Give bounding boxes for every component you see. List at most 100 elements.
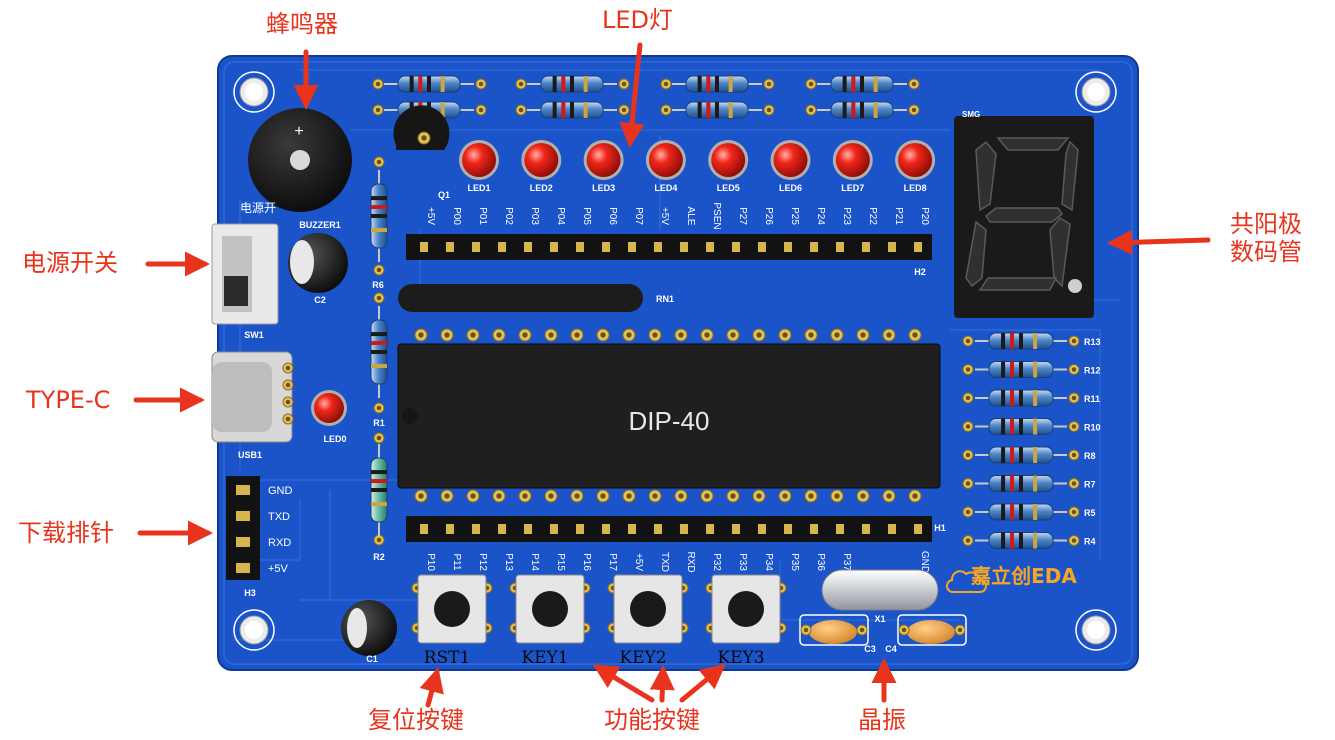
pad-hole: [574, 332, 580, 338]
silk-label: GND: [268, 485, 293, 497]
led-4: [648, 143, 683, 177]
pad-hole: [518, 81, 524, 87]
silk-label: C1: [366, 654, 378, 664]
silk-label: RXD: [268, 537, 291, 549]
resistor-band: [1001, 390, 1006, 406]
header-pin: [472, 524, 480, 534]
resistor-band: [440, 102, 445, 118]
pad-hole: [766, 107, 772, 113]
silk-label: BUZZER1: [299, 220, 341, 230]
pad-hole: [782, 493, 788, 499]
pad-hole: [782, 332, 788, 338]
led0: [314, 393, 344, 423]
silk-label: C2: [314, 295, 326, 305]
header-pin: [706, 524, 714, 534]
resistor-band: [552, 76, 557, 92]
silk-label: P12: [477, 553, 488, 571]
segment: [978, 277, 1058, 291]
header-pin: [498, 524, 506, 534]
resistor-band: [873, 102, 878, 118]
resistor-band: [1001, 361, 1006, 378]
pad-hole: [418, 332, 424, 338]
annotation-led: LED灯: [602, 6, 674, 34]
buzzer-port: [290, 150, 310, 170]
resistor-band: [1019, 475, 1023, 492]
pad-hole: [376, 435, 382, 441]
silk-label: P10: [425, 553, 436, 571]
header-pin: [862, 242, 870, 252]
silk-label: LED1: [467, 183, 490, 193]
brand-logo-icon: [945, 570, 987, 594]
brand-text: 嘉立创EDA: [970, 564, 1077, 588]
silk-label: P03: [529, 207, 540, 225]
cap-outline: [897, 614, 967, 646]
mount-ring: [1075, 609, 1117, 651]
pad-hole: [522, 332, 528, 338]
pad-hole: [418, 493, 424, 499]
silk-label: C4: [885, 644, 897, 654]
resistor-band: [1019, 504, 1023, 520]
pad-hole: [965, 338, 971, 344]
cap-outline: [799, 614, 869, 646]
resistor-band: [1010, 532, 1015, 549]
silk-label: R6: [372, 280, 384, 290]
silk-label: +5V: [659, 207, 670, 225]
silk-label: RXD: [685, 551, 696, 572]
resistor-band: [842, 102, 847, 118]
header-pin: [446, 242, 454, 252]
header-pin: [236, 485, 250, 495]
silk-label: P05: [581, 207, 592, 225]
silk-label: LED4: [654, 183, 677, 193]
resistor-band: [873, 76, 878, 92]
segment: [1049, 217, 1071, 288]
resistor-band: [1033, 447, 1038, 463]
copper-trace: [950, 329, 1101, 560]
pad-hole: [860, 493, 866, 499]
resistor-band: [706, 76, 711, 92]
resistor-band: [371, 364, 387, 369]
pad-hole: [574, 493, 580, 499]
silk-label: P34: [763, 553, 774, 571]
key-label: RST1: [424, 648, 471, 668]
header-pin: [420, 242, 428, 252]
mount-hole-center: [1087, 621, 1105, 639]
resistor-band: [1010, 390, 1015, 406]
silk-label: ALE: [685, 207, 696, 226]
pad-hole: [756, 332, 762, 338]
silk-label: P23: [841, 207, 852, 225]
header-pin: [836, 242, 844, 252]
segment: [1061, 140, 1079, 212]
silk-label: P21: [893, 207, 904, 225]
annotation-power-switch: 电源开关: [22, 249, 118, 277]
header-pin: [236, 563, 250, 573]
silk-label: R11: [1084, 394, 1100, 404]
header-pin: [236, 537, 250, 547]
pad-hole: [478, 107, 484, 113]
silk-label: P32: [711, 553, 722, 571]
silk-label: P37: [841, 553, 852, 571]
annotation-seg-display: 共阳极数码管: [1230, 210, 1302, 266]
segment-dot: [1068, 279, 1082, 293]
resistor-band: [1033, 418, 1038, 435]
pad-hole: [911, 81, 917, 87]
pad-hole: [478, 81, 484, 87]
resistor-band: [371, 350, 387, 354]
header-pin: [628, 242, 636, 252]
resistor-band: [1010, 333, 1015, 349]
pad-hole: [522, 493, 528, 499]
header-pin: [420, 524, 428, 534]
header-pin: [236, 511, 250, 521]
chip-notch: [402, 408, 418, 424]
key-label: KEY3: [717, 648, 764, 668]
silk-label: R2: [373, 552, 385, 562]
pad-hole: [621, 81, 627, 87]
mount-ring: [233, 71, 275, 113]
silk-label: P16: [581, 553, 592, 571]
silk-label: P33: [737, 553, 748, 571]
silk-label: R8: [1084, 451, 1096, 461]
silk-label: R4: [1084, 537, 1096, 547]
header-pin: [888, 242, 896, 252]
header-pin: [732, 242, 740, 252]
silk-label: LED3: [592, 183, 615, 193]
silk-label: C3: [864, 644, 876, 654]
